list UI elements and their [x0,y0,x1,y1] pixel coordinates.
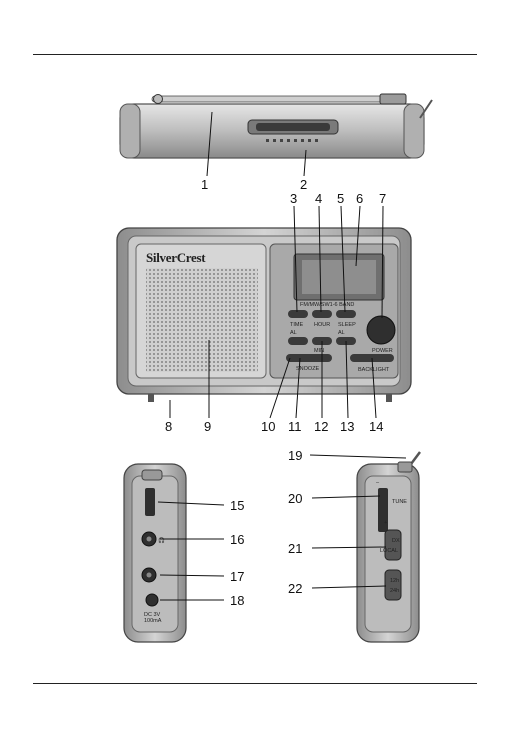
callout-17: 17 [230,569,244,584]
label-al-2: AL [338,330,345,336]
label-tune: TUNE [392,499,407,505]
dc-jack[interactable] [146,594,158,606]
time-button[interactable] [288,310,308,318]
label-hour: HOUR [314,322,330,328]
12-24h-switch[interactable] [385,570,401,600]
label-min: MIN [314,348,324,354]
brand-logo: SilverCrest [146,250,206,265]
alarm-1-button[interactable] [288,337,308,345]
label-dx: DX [392,538,400,544]
callout-20: 20 [288,491,302,506]
speaker-grille [146,268,258,372]
callout-21: 21 [288,541,302,556]
headphone-icon: 🎧 [158,537,165,544]
dx-local-switch[interactable] [385,530,401,560]
label-dc-2: 100mA [144,618,162,624]
callout-8: 8 [165,419,172,434]
sleep-button[interactable] [336,310,356,318]
right-side-view: – TUNE + DX LOCAL 12h 24h [310,452,420,642]
label-time: TIME [290,322,303,328]
callout-22: 22 [288,581,302,596]
power-button[interactable] [367,316,395,344]
callout-14: 14 [369,419,383,434]
callout-3: 3 [290,191,297,206]
hour-button[interactable] [312,310,332,318]
callout-13: 13 [340,419,354,434]
callout-18: 18 [230,593,244,608]
label-24h: 24h [390,588,399,594]
callout-1: 1 [201,177,208,192]
label-backlight: BACKLIGHT [358,367,390,373]
callout-16: 16 [230,532,244,547]
left-side-view: 🎧 DC 3V 100mA [124,464,224,642]
lcd-display [302,260,376,294]
label-band: FM/MW/SW1-6 BAND [300,302,354,308]
front-view: SilverCrest FM/MW/SW1-6 BAND TIME HOUR S… [117,206,411,418]
callout-12: 12 [314,419,328,434]
callout-2: 2 [300,177,307,192]
label-sleep: SLEEP [338,322,356,328]
callout-10: 10 [261,419,275,434]
antenna [152,96,398,102]
volume-wheel[interactable] [145,488,155,516]
label-power: POWER [372,348,393,354]
callout-6: 6 [356,191,363,206]
label-local: LOCAL [380,548,398,554]
callout-7: 7 [379,191,386,206]
callout-11: 11 [288,419,302,434]
callout-9: 9 [204,419,211,434]
tune-plus: + [384,520,387,526]
snooze-button[interactable] [286,354,332,362]
top-view [120,94,432,176]
callout-15: 15 [230,498,244,513]
callout-4: 4 [315,191,322,206]
callout-5: 5 [337,191,344,206]
label-12h: 12h [390,578,399,584]
callout-19: 19 [288,448,302,463]
label-al-1: AL [290,330,297,336]
